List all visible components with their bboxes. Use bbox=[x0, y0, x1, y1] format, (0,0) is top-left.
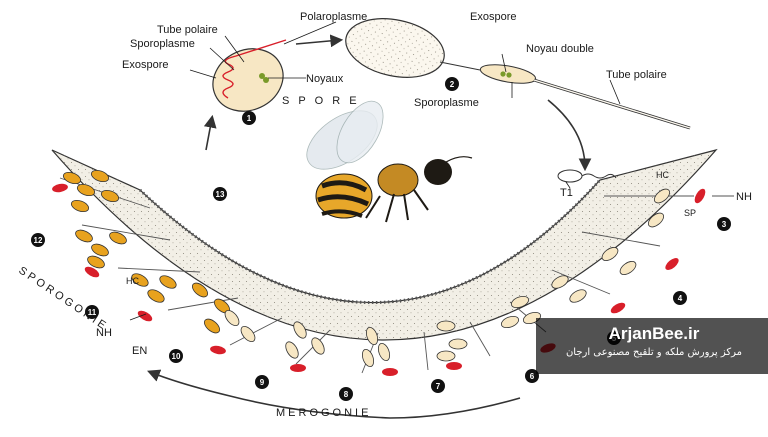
stage-badge-4: 4 bbox=[673, 291, 687, 305]
watermark-subtitle: مرکز پرورش ملکه و تلقیح مصنوعی ارجان bbox=[565, 347, 743, 358]
stage-badge-8: 8 bbox=[339, 387, 353, 401]
host-nucleus bbox=[610, 302, 626, 314]
label-polaroplasme: Polaroplasme bbox=[300, 11, 367, 23]
polar-tube-t1 bbox=[557, 169, 617, 183]
stage-badge-7: 7 bbox=[431, 379, 445, 393]
stage-number: 10 bbox=[172, 352, 181, 361]
parasite-spore bbox=[448, 338, 468, 350]
host-nucleus bbox=[290, 364, 306, 372]
cycle-arrows bbox=[147, 34, 592, 419]
label-noyau-double: Noyau double bbox=[526, 43, 594, 55]
parasite-spore bbox=[203, 318, 221, 334]
parasite-spore bbox=[91, 243, 109, 257]
label-nh-10: NH bbox=[96, 327, 112, 339]
parasite-spore bbox=[569, 289, 587, 303]
label-sporoplasme-2: Sporoplasme bbox=[414, 97, 479, 109]
parasite-spore bbox=[601, 247, 619, 261]
parasite-spore bbox=[131, 273, 149, 287]
host-nucleus bbox=[446, 362, 462, 370]
parasite-spore bbox=[436, 350, 456, 362]
label-leaders bbox=[129, 21, 734, 321]
host-nucleus bbox=[210, 345, 226, 355]
parasite-spore bbox=[62, 171, 82, 185]
watermark-title: ArjanBee.ir bbox=[608, 324, 700, 343]
stage-number: 1 bbox=[247, 114, 252, 123]
stage-badge-3: 3 bbox=[717, 217, 731, 231]
parasite-spore bbox=[311, 337, 325, 355]
label-noyaux: Noyaux bbox=[306, 73, 344, 85]
parasite-spore bbox=[147, 289, 165, 303]
host-nucleus bbox=[665, 258, 679, 270]
label-hc-3: HC bbox=[656, 170, 669, 180]
stage-badge-9: 9 bbox=[255, 375, 269, 389]
parasite-spore bbox=[87, 255, 105, 269]
stage-badge-6: 6 bbox=[525, 369, 539, 383]
parasite-spore bbox=[100, 189, 120, 203]
parasite-spore bbox=[224, 309, 240, 327]
spore-1 bbox=[212, 39, 287, 112]
honeybee-illustration bbox=[306, 100, 473, 223]
parasite-spore bbox=[109, 231, 127, 245]
label-tube-polaire-2: Tube polaire bbox=[606, 69, 667, 81]
stage-number: 12 bbox=[34, 236, 43, 245]
host-nucleus bbox=[382, 368, 398, 376]
parasite-spore bbox=[510, 295, 530, 309]
host-nucleus bbox=[52, 183, 68, 193]
label-tube-polaire-1: Tube polaire bbox=[157, 24, 218, 36]
label-t1: T1 bbox=[560, 187, 573, 199]
label-exospore-1: Exospore bbox=[122, 59, 168, 71]
stage-number: 9 bbox=[260, 378, 265, 387]
stage-number: 2 bbox=[450, 80, 455, 89]
stage-badge-2: 2 bbox=[445, 77, 459, 91]
stage-number: 3 bbox=[722, 220, 727, 229]
host-nucleus bbox=[694, 188, 706, 204]
label-en: EN bbox=[132, 345, 147, 357]
parasite-spore bbox=[361, 348, 375, 368]
parasite-spore bbox=[377, 342, 391, 362]
parasite-spore bbox=[619, 261, 637, 275]
parasite-spore bbox=[76, 183, 96, 197]
label-nh-3: NH bbox=[736, 191, 752, 203]
label-hc-11: HC bbox=[126, 276, 139, 286]
watermark-banner: ArjanBee.ir مرکز پرورش ملکه و تلقیح مصنو… bbox=[536, 318, 768, 374]
parasite-spore bbox=[90, 169, 110, 183]
label-sporoplasme-1: Sporoplasme bbox=[130, 38, 195, 50]
stage-badge-11: 11 bbox=[85, 305, 99, 319]
host-nucleus bbox=[137, 310, 153, 322]
stage-number: 11 bbox=[88, 308, 97, 317]
parasite-spore bbox=[285, 341, 299, 359]
cell-contents bbox=[52, 169, 706, 376]
stage-number: 7 bbox=[436, 382, 441, 391]
label-exospore-2: Exospore bbox=[470, 11, 516, 23]
stage-badge-10: 10 bbox=[169, 349, 183, 363]
spore-2 bbox=[345, 18, 691, 130]
parasite-spore bbox=[551, 275, 569, 289]
parasite-spore bbox=[159, 275, 177, 289]
stage-badge-12: 12 bbox=[31, 233, 45, 247]
parasite-spore bbox=[500, 315, 520, 329]
parasite-spore bbox=[240, 325, 256, 343]
stage-badge-1: 1 bbox=[242, 111, 256, 125]
stage-number: 4 bbox=[678, 294, 683, 303]
label-sp: SP bbox=[684, 208, 696, 218]
stage-number: 6 bbox=[530, 372, 535, 381]
parasite-spore bbox=[653, 188, 671, 204]
stage-number: 8 bbox=[344, 390, 349, 399]
stage-number: 13 bbox=[216, 190, 225, 199]
parasite-spore bbox=[75, 229, 93, 243]
label-spore: S P O R E bbox=[282, 95, 360, 107]
parasite-spore bbox=[70, 199, 90, 213]
stage-badge-13: 13 bbox=[213, 187, 227, 201]
label-merogonie: MEROGONIE bbox=[276, 407, 371, 419]
parasite-spore bbox=[436, 320, 456, 332]
parasite-spore bbox=[365, 326, 379, 346]
parasite-spore bbox=[293, 321, 307, 339]
host-nucleus bbox=[84, 266, 100, 278]
parasite-spore bbox=[647, 212, 665, 228]
parasite-spore bbox=[191, 282, 209, 298]
